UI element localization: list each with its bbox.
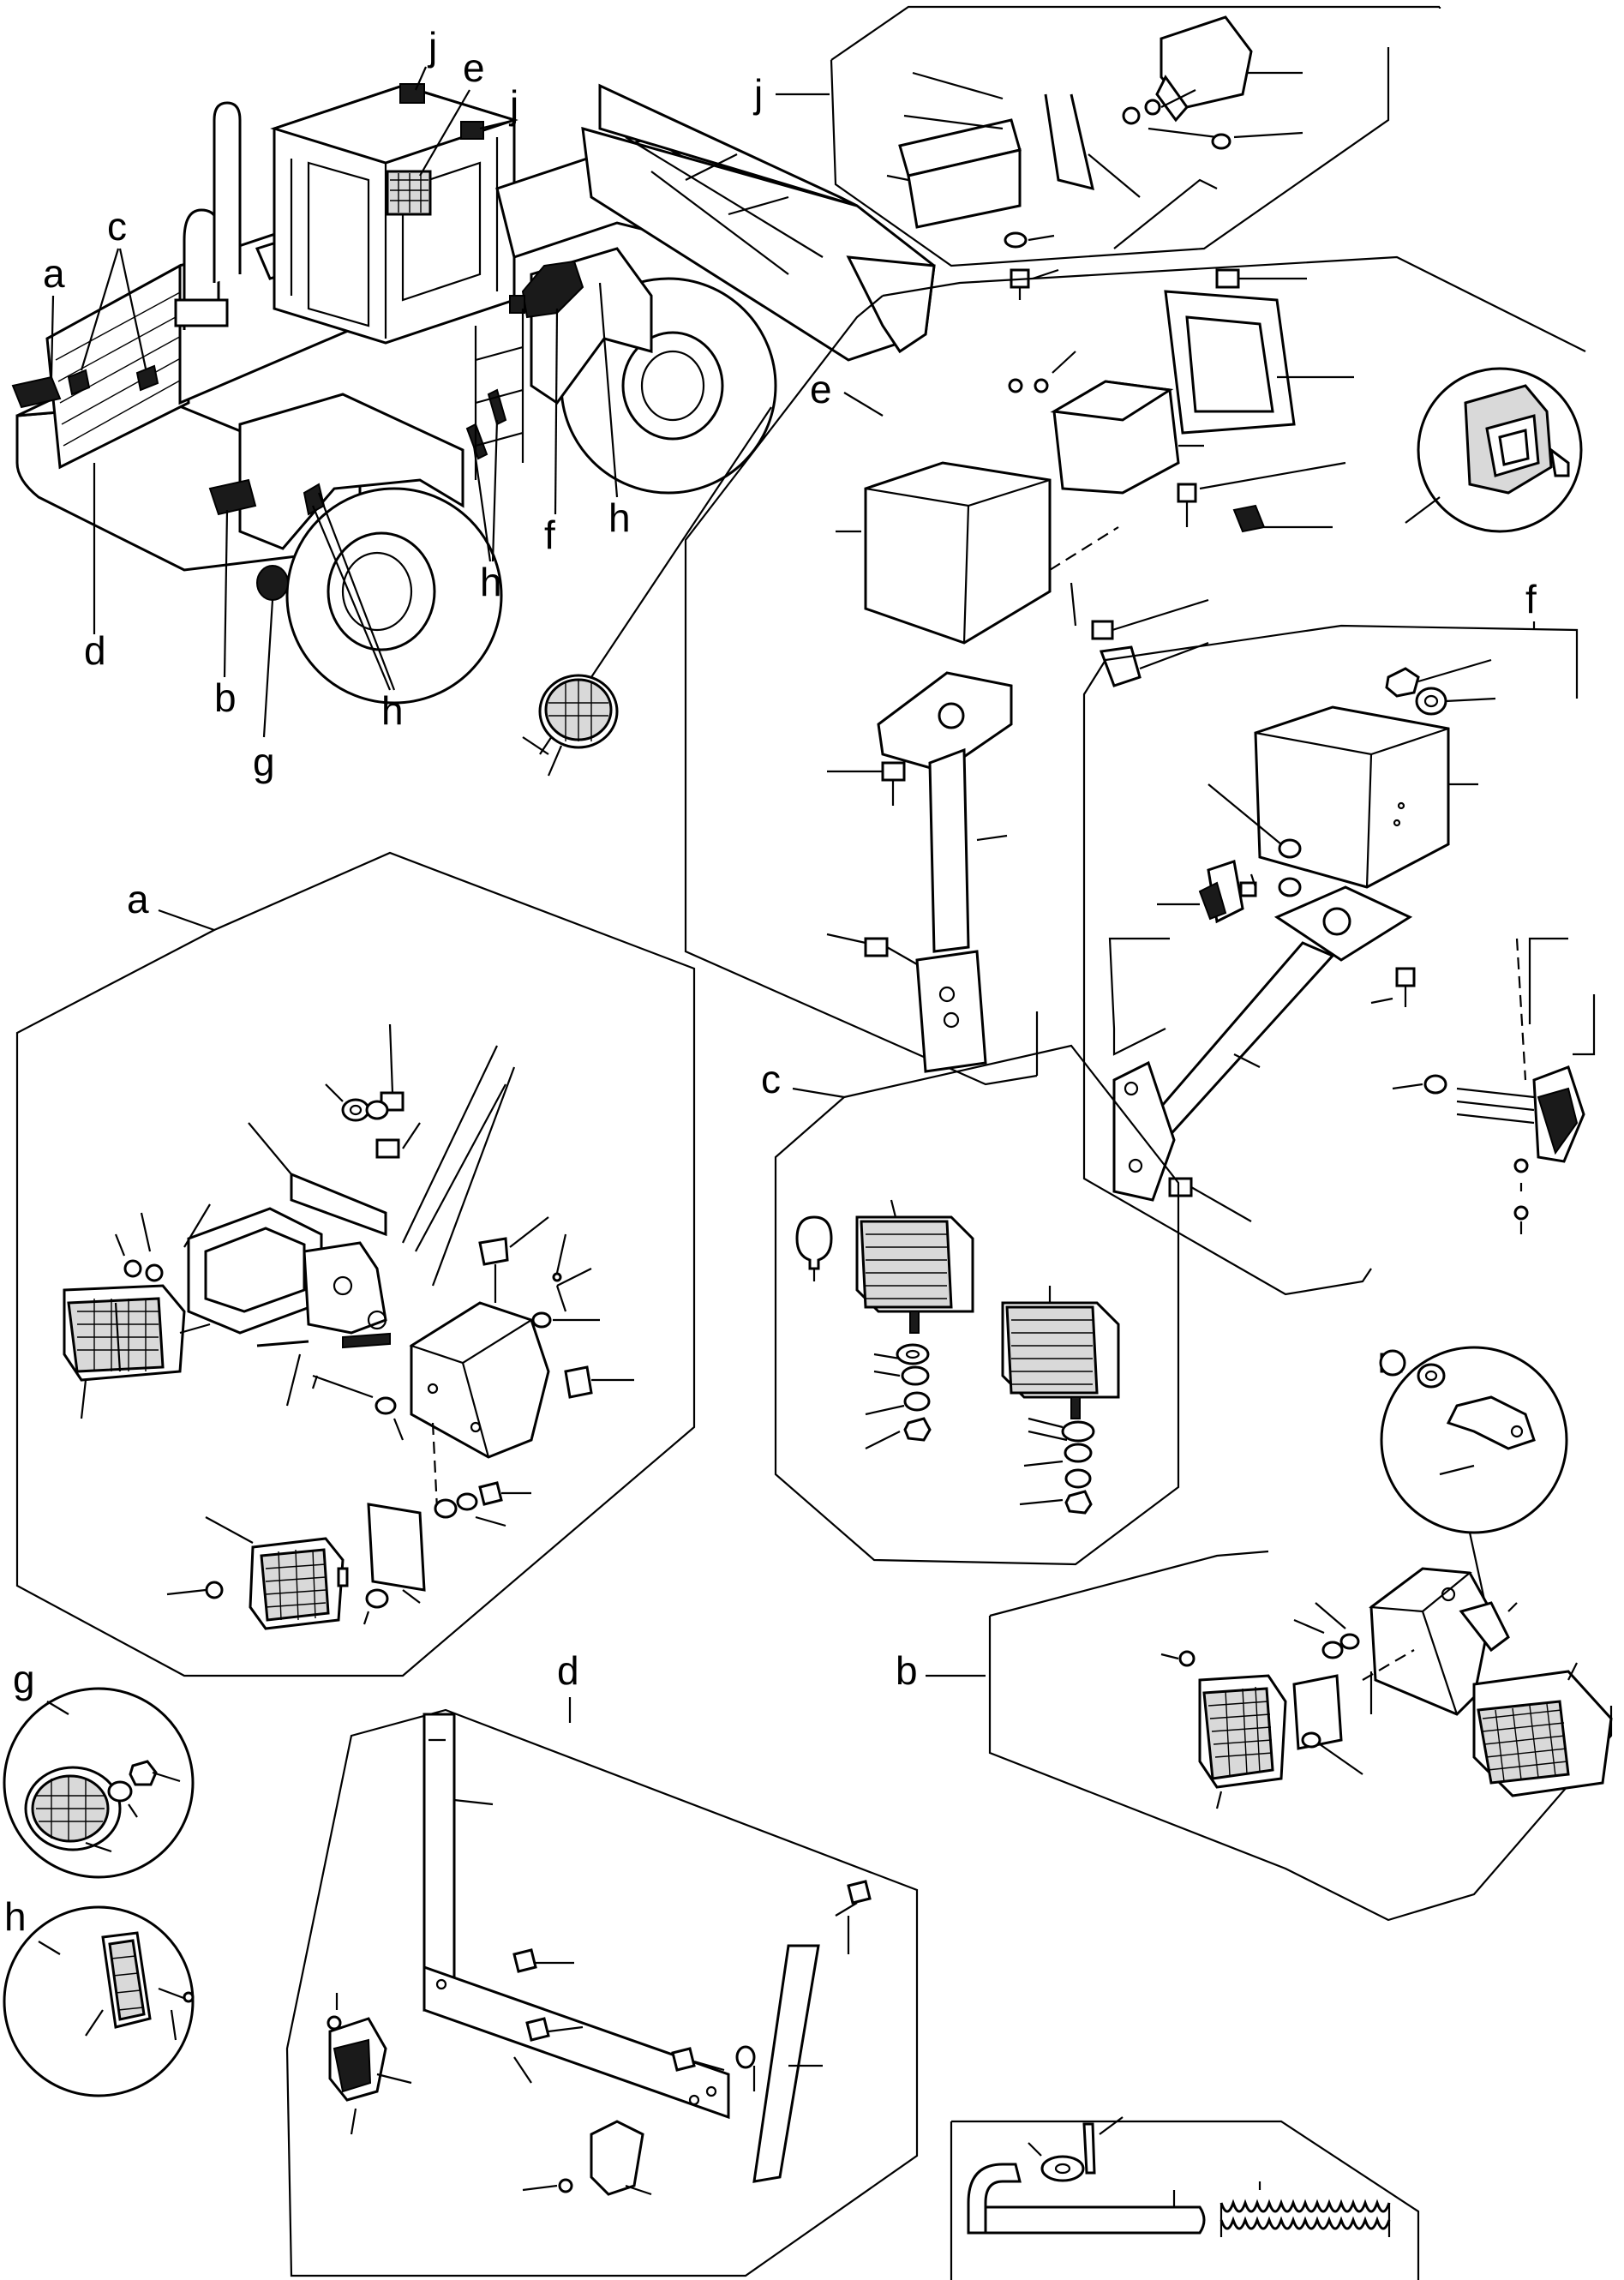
machine-callouts: j e j c a d b g h h f h [43,24,631,784]
label-e-cab: e [463,45,485,90]
detail-a-rear-combination-lamp: a [15,851,696,1677]
label-f-machine: f [544,513,555,557]
detail-c-marker-lamps: c [761,1044,1180,1566]
detail-e-work-lamp: e [684,255,1586,1086]
label-j-detail: j [752,71,763,116]
label-c-detail: c [761,1057,781,1101]
label-f-detail: f [1525,577,1537,621]
label-b-detail: b [896,1648,918,1693]
label-e-detail: e [810,367,832,411]
label-d-detail: d [557,1648,579,1693]
label-h-machine-2: h [480,560,502,604]
label-h-machine-1: h [381,688,404,733]
label-g-machine: g [253,740,275,784]
spring-icon [1219,2199,1391,2237]
label-h-machine-3: h [608,495,631,540]
detail-clip-circle [1379,1346,1568,1612]
detail-j-beacon-lamp: j [752,5,1441,300]
reflector-g-detail-small [538,674,619,777]
label-j-cab-2: j [508,82,518,127]
detail-f-front-lamp: f [1082,577,1596,1296]
label-c-machine: c [107,204,127,249]
detail-d-license-lamp-bracket: d [285,1648,919,2277]
detail-h-side-reflector: h [3,1894,195,2097]
label-j-cab: j [427,24,437,69]
detail-pin-spring [950,2116,1420,2280]
label-b-machine: b [214,675,237,720]
label-d-machine: d [84,628,106,673]
detail-b-rear-combination-lamp: b [896,1550,1613,1922]
label-h-detail: h [4,1894,27,1939]
detail-g-reflector: g [3,1657,195,1879]
detail-connector-circle [1405,367,1583,533]
wheel-loader-overview [11,83,936,755]
label-a-detail: a [127,877,149,921]
label-g-detail: g [13,1657,35,1701]
label-a-machine: a [43,251,65,296]
